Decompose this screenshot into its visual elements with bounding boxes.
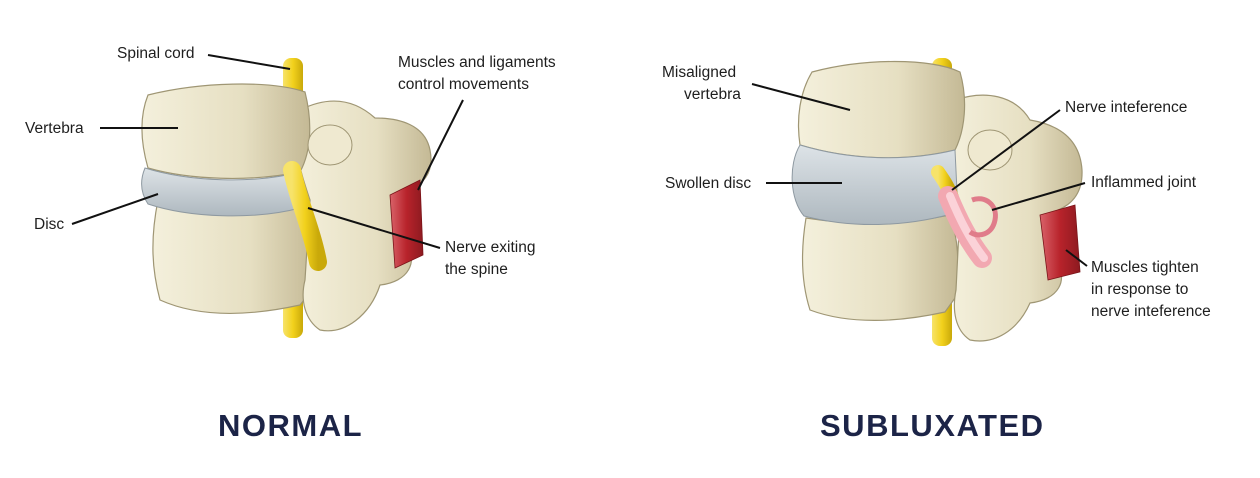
label-misaligned-vertebra-line2: vertebra (684, 86, 741, 103)
label-muscles-tighten-line2: in response to (1091, 281, 1189, 298)
label-spinal-cord: Spinal cord (117, 45, 195, 62)
subluxated-lower-vertebra (801, 214, 959, 321)
title-normal: NORMAL (218, 408, 364, 443)
subluxated-spine-drawing (791, 58, 1083, 346)
normal-leader-lines (71, 54, 464, 249)
subluxated-swollen-disc (791, 144, 959, 226)
label-swollen-disc: Swollen disc (665, 175, 752, 192)
label-disc: Disc (34, 216, 65, 233)
normal-exiting-nerve (283, 161, 327, 271)
subluxated-upper-vertebra (797, 60, 966, 159)
subluxated-leader-lines (751, 83, 1088, 267)
label-nerve-exiting-line1: Nerve exiting (445, 239, 536, 256)
subluxated-muscle (1039, 204, 1081, 281)
label-muscles-tighten-line1: Muscles tighten (1091, 259, 1199, 276)
label-inflamed-joint: Inflammed joint (1091, 174, 1197, 191)
label-muscles-ligaments-line1: Muscles and ligaments (398, 54, 556, 71)
normal-muscle (389, 179, 424, 269)
normal-upper-vertebra (141, 83, 311, 179)
label-nerve-exiting-line2: the spine (445, 261, 508, 278)
subluxated-inflamed-joint (968, 196, 998, 238)
label-misaligned-vertebra-line1: Misaligned (662, 64, 737, 81)
normal-spine-drawing (141, 58, 432, 338)
label-muscles-ligaments-line2: control movements (398, 76, 529, 93)
title-subluxated: SUBLUXATED (820, 408, 1045, 443)
normal-lower-vertebra (152, 199, 316, 314)
normal-disc (141, 167, 301, 217)
label-nerve-interference: Nerve inteference (1065, 99, 1188, 116)
label-vertebra: Vertebra (25, 120, 84, 137)
label-muscles-tighten-line3: nerve inteference (1091, 303, 1211, 320)
